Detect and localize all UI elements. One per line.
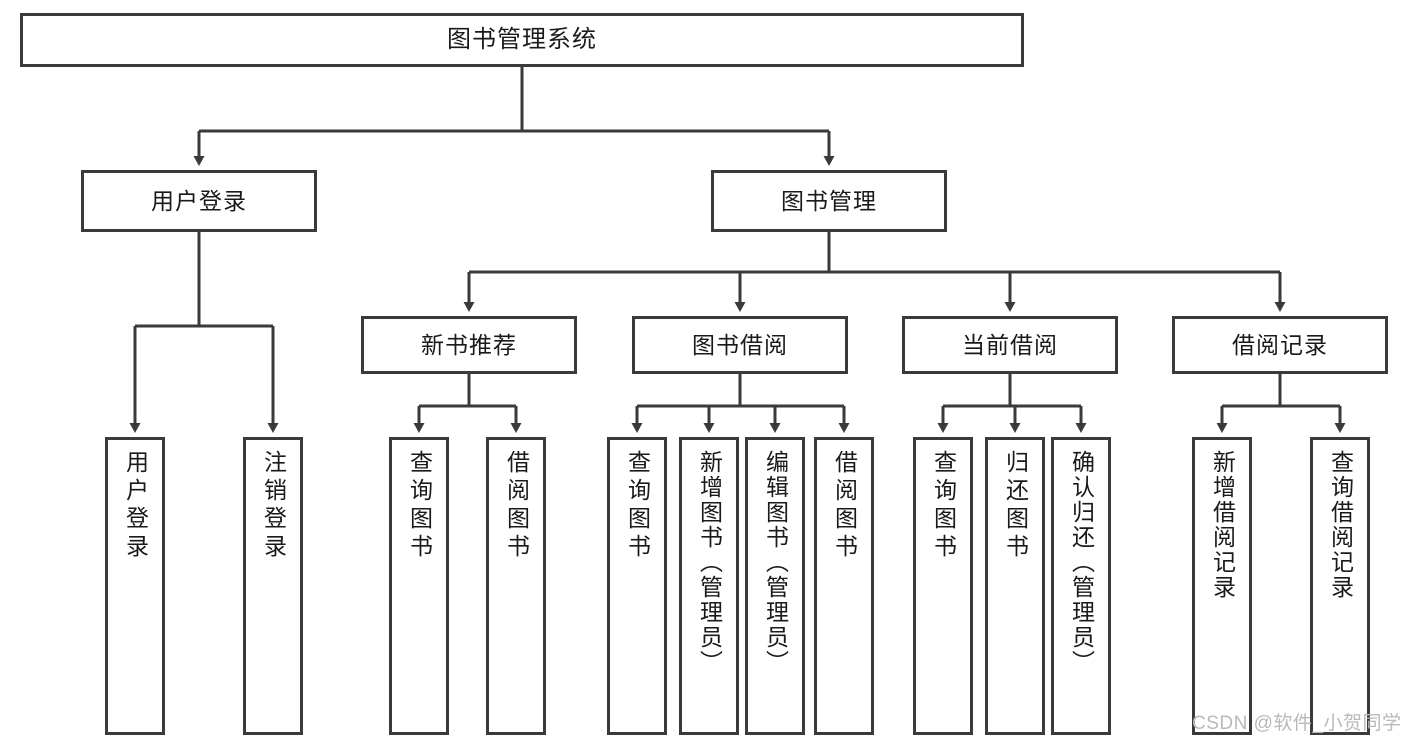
leaf-user-login-label: 用户登录 [122, 450, 149, 562]
leaf-nb-borrow-book[interactable]: 借阅图书 [486, 437, 546, 735]
leaf-bb-borrow-book-label: 借阅图书 [831, 450, 858, 562]
node-borrow-record-label: 借阅记录 [1232, 331, 1328, 358]
node-root[interactable]: 图书管理系统 [20, 13, 1024, 67]
leaf-nb-borrow-book-label: 借阅图书 [503, 450, 530, 562]
node-user-login-label: 用户登录 [151, 187, 247, 214]
leaf-bb-query-book-label: 查询图书 [624, 450, 651, 562]
node-user-login[interactable]: 用户登录 [81, 170, 317, 232]
leaf-br-query-record-label: 查询借阅记录 [1327, 450, 1354, 600]
node-book-borrow[interactable]: 图书借阅 [632, 316, 848, 374]
leaf-cb-confirm-return-admin-label: 确认归还（管理员） [1068, 450, 1095, 675]
leaf-cb-query-book[interactable]: 查询图书 [913, 437, 973, 735]
node-book-borrow-label: 图书借阅 [692, 331, 788, 358]
csdn-watermark: CSDN @软件_小贺同学 [1192, 713, 1402, 734]
leaf-br-add-record-label: 新增借阅记录 [1209, 450, 1236, 600]
leaf-user-login[interactable]: 用户登录 [105, 437, 165, 735]
leaf-nb-query-book[interactable]: 查询图书 [389, 437, 449, 735]
leaf-bb-edit-book-admin-label: 编辑图书（管理员） [762, 450, 789, 675]
leaf-bb-edit-book-admin[interactable]: 编辑图书（管理员） [745, 437, 805, 735]
leaf-bb-add-book-admin-label: 新增图书（管理员） [696, 450, 723, 675]
leaf-bb-query-book[interactable]: 查询图书 [607, 437, 667, 735]
leaf-bb-add-book-admin[interactable]: 新增图书（管理员） [679, 437, 739, 735]
leaf-br-add-record[interactable]: 新增借阅记录 [1192, 437, 1252, 735]
leaf-cb-query-book-label: 查询图书 [930, 450, 957, 562]
leaf-br-query-record[interactable]: 查询借阅记录 [1310, 437, 1370, 735]
leaf-logout-label: 注销登录 [260, 450, 287, 562]
node-current-borrow[interactable]: 当前借阅 [902, 316, 1118, 374]
leaf-cb-confirm-return-admin[interactable]: 确认归还（管理员） [1051, 437, 1111, 735]
node-root-label: 图书管理系统 [447, 26, 597, 54]
node-book-management[interactable]: 图书管理 [711, 170, 947, 232]
leaf-cb-return-book[interactable]: 归还图书 [985, 437, 1045, 735]
node-new-book-recommend[interactable]: 新书推荐 [361, 316, 577, 374]
leaf-bb-borrow-book[interactable]: 借阅图书 [814, 437, 874, 735]
node-book-management-label: 图书管理 [781, 187, 877, 214]
leaf-nb-query-book-label: 查询图书 [406, 450, 433, 562]
node-new-book-recommend-label: 新书推荐 [421, 331, 517, 358]
leaf-logout[interactable]: 注销登录 [243, 437, 303, 735]
node-current-borrow-label: 当前借阅 [962, 331, 1058, 358]
leaf-cb-return-book-label: 归还图书 [1002, 450, 1029, 562]
node-borrow-record[interactable]: 借阅记录 [1172, 316, 1388, 374]
